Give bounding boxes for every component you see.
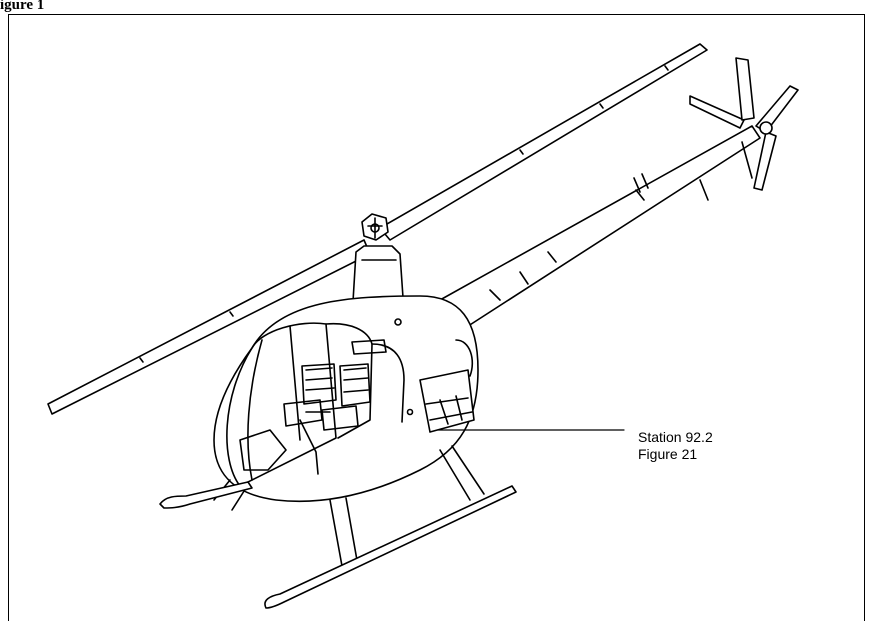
figure-frame	[8, 14, 865, 621]
tail-fin	[689, 57, 755, 201]
station-label: Station 92.2	[638, 429, 713, 445]
engine-bay	[419, 339, 475, 433]
main-rotor-blade-right	[379, 43, 708, 241]
cabin-interior	[239, 363, 371, 475]
tailboom	[439, 125, 761, 331]
figure-reference-label: Figure 21	[638, 446, 698, 462]
tail-rotor	[741, 85, 799, 191]
rotor-hub	[361, 213, 389, 241]
figure-caption: igure 1	[0, 0, 45, 13]
landing-skids	[159, 481, 517, 609]
cabin-body	[213, 295, 479, 503]
